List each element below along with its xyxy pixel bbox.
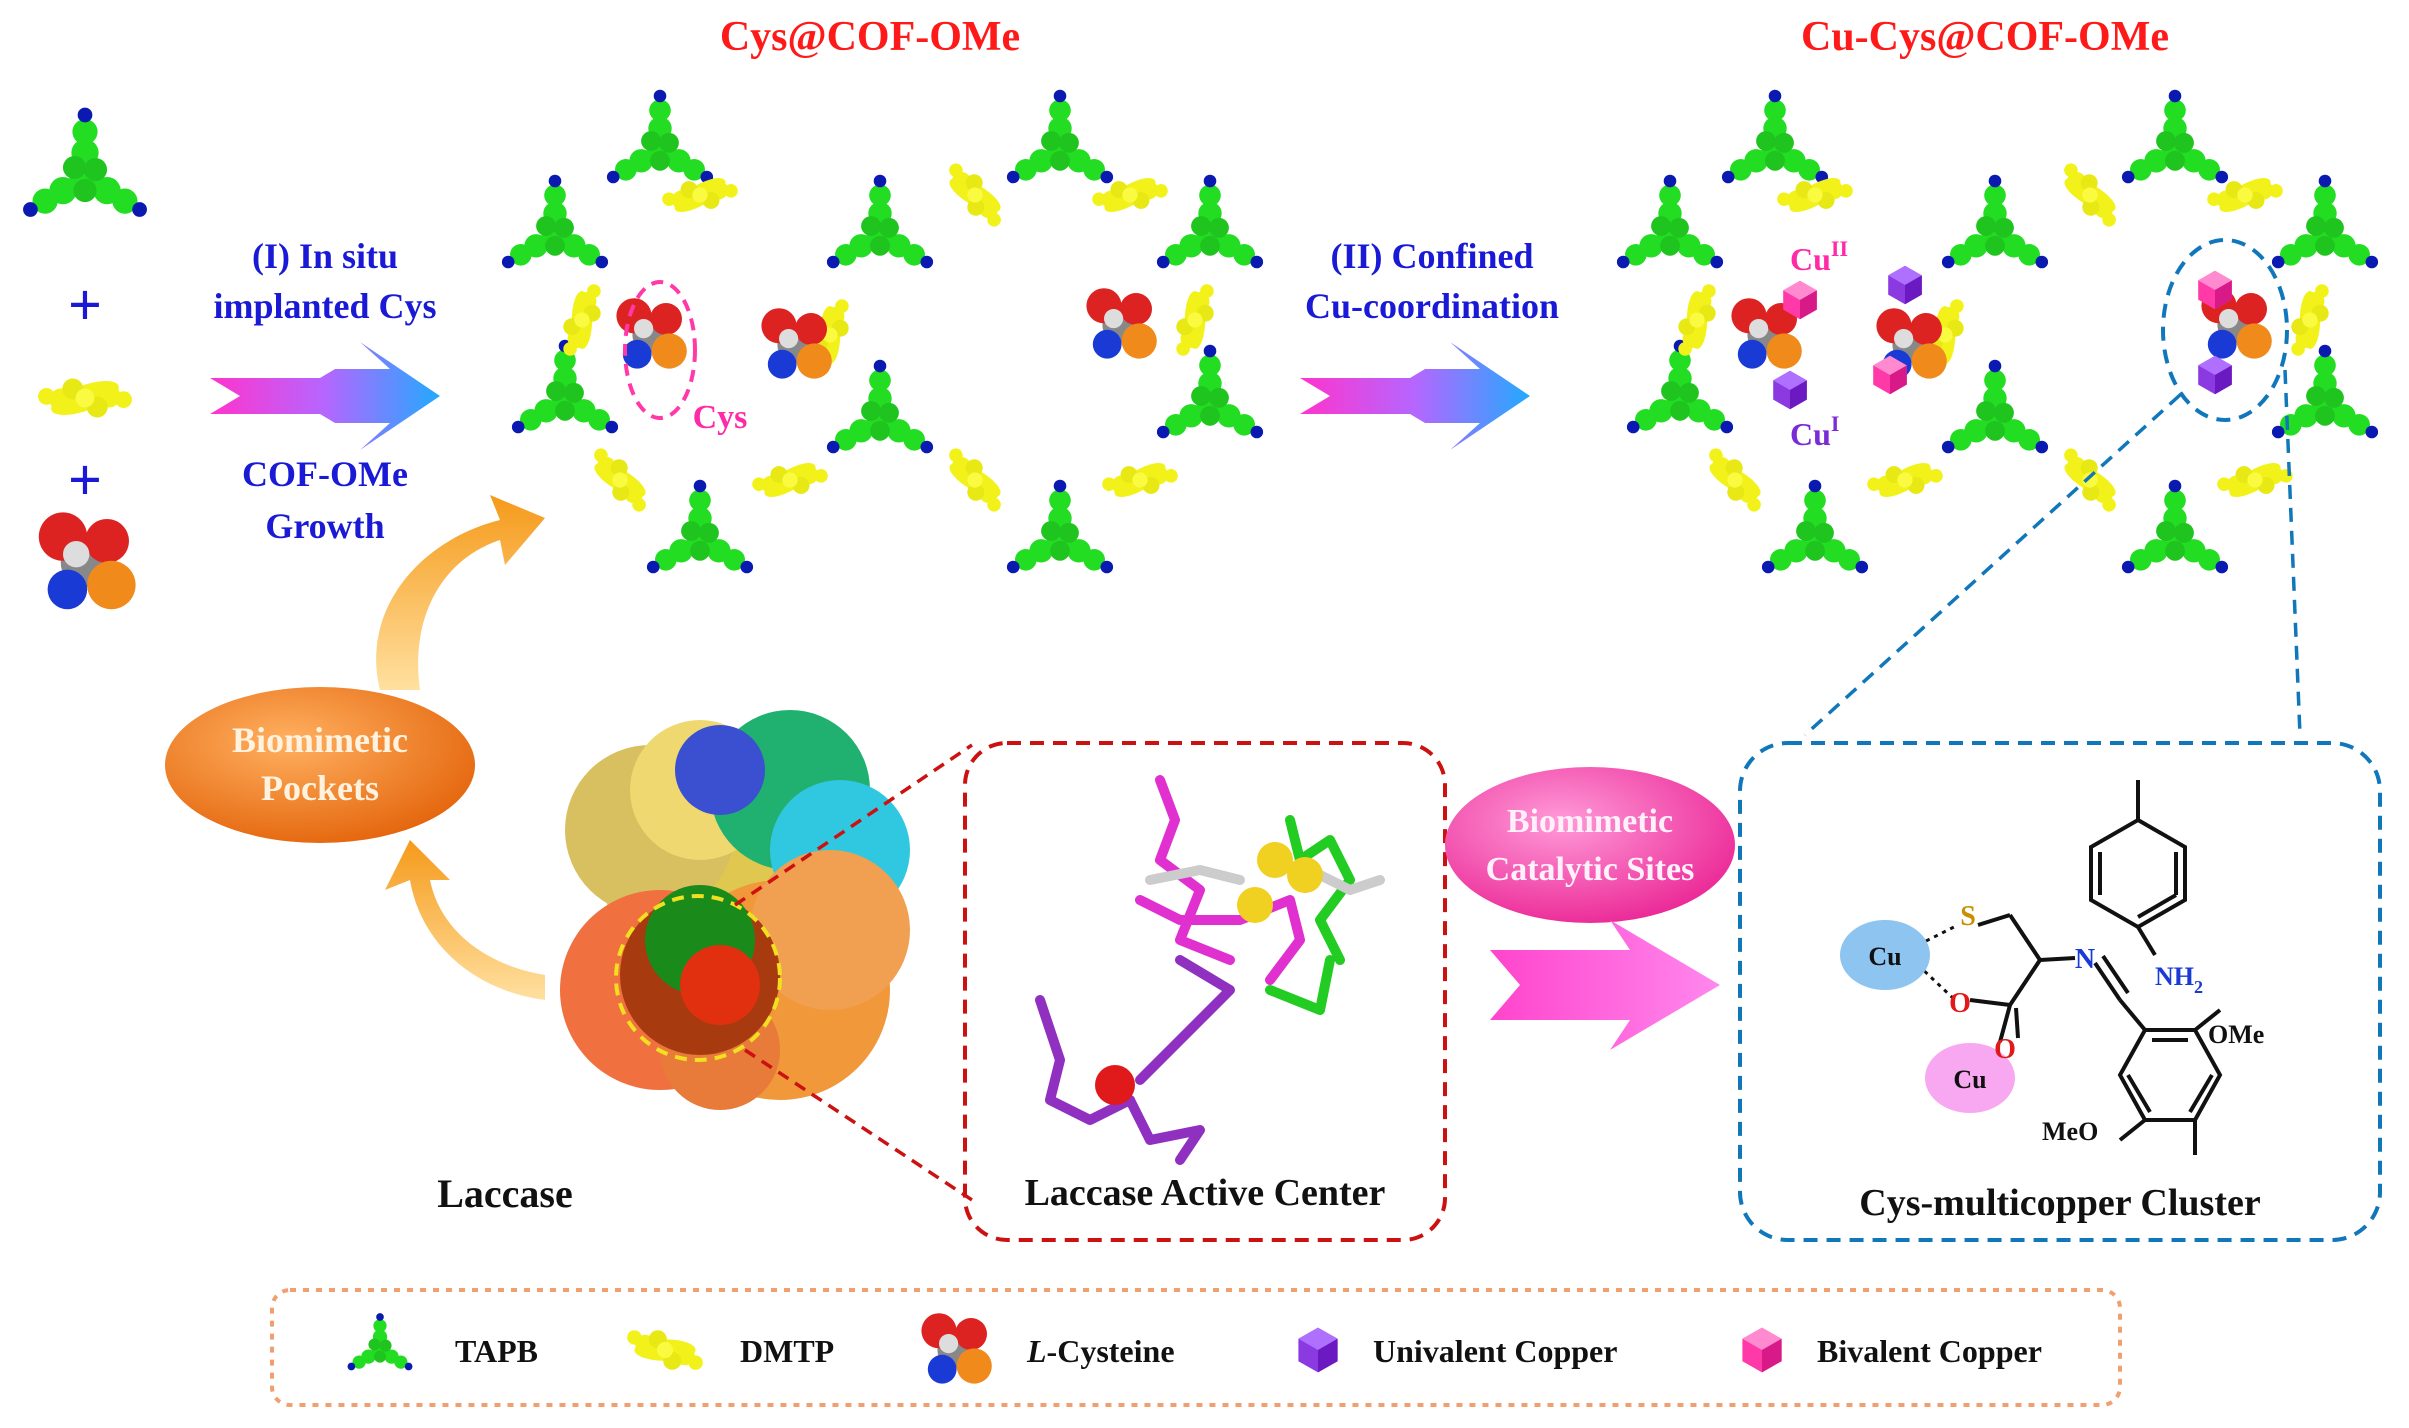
reactant-dmtp [35, 361, 135, 435]
oxygen-atom-label-2: O [1994, 1034, 2016, 1065]
cu-node-1 [1840, 920, 1930, 990]
title-cys-cof: Cys@COF-OMe [720, 14, 1020, 60]
pockets-text-line1: Biomimetic [232, 720, 408, 760]
pockets-up-arrow [376, 495, 545, 690]
step1-text-line1: (I) In situ [252, 236, 398, 276]
amine-label: NH2 [2155, 962, 2203, 997]
legend-tapb-label: TAPB [455, 1333, 538, 1369]
cu-atom-4 [1095, 1065, 1135, 1105]
cu-i-label: CuI [1790, 411, 1839, 452]
active-center-residues [1035, 775, 1385, 1165]
plus-sign: + [68, 272, 102, 338]
step2-text-line1: (II) Confined [1330, 236, 1533, 276]
cu-atom-2 [1287, 857, 1323, 893]
laccase-protein [560, 710, 910, 1110]
coordination-bonds [1916, 923, 2001, 1077]
step2-arrow [1300, 342, 1530, 450]
legend-dmtp-icon [627, 1330, 703, 1370]
laccase-active-center-box [963, 741, 1447, 1242]
step1-text-line3: COF-OMe [242, 454, 408, 494]
legend-bivalent-label: Bivalent Copper [1817, 1333, 2042, 1369]
legend-dmtp-label: DMTP [740, 1333, 834, 1369]
reactant-cysteine [38, 512, 136, 610]
sites-arrow [1490, 920, 1720, 1050]
legend-univalent-label: Univalent Copper [1373, 1333, 1617, 1369]
cof-framework-cu-cys [1616, 89, 2379, 574]
biomimetic-sites-oval [1445, 767, 1735, 923]
cluster-label: Cys-multicopper Cluster [1859, 1182, 2261, 1224]
oxygen-atom-label-1: O [1949, 988, 1971, 1019]
title-cu-cys-cof: Cu-Cys@COF-OMe [1801, 14, 2169, 60]
cluster-box [1738, 741, 2382, 1242]
cys-highlight-ring [623, 280, 697, 420]
zoom-connector-left [1803, 393, 2182, 737]
cu-node-2-label: Cu [1953, 1065, 1986, 1094]
step1-text-line4: Growth [265, 506, 384, 546]
reactant-tapb [23, 107, 147, 217]
sites-text-line2: Catalytic Sites [1486, 851, 1695, 888]
laccase-active-site-ring [614, 894, 782, 1062]
zoom-connector-right [2283, 369, 2302, 736]
sulfur-atom-label: S [1960, 901, 1976, 932]
legend-univalent-icon [1298, 1327, 1338, 1373]
cu-ii-label: CuII [1790, 236, 1848, 277]
cluster-structure [1969, 780, 2223, 1155]
legend-bivalent-icon [1742, 1327, 1782, 1373]
sites-text-line1: Biomimetic [1507, 803, 1673, 840]
legend-box [270, 1288, 2122, 1407]
active-center-label: Laccase Active Center [1025, 1172, 1386, 1214]
cu-site-highlight-ring [2161, 238, 2289, 422]
methoxy-label-right: OMe [2208, 1020, 2264, 1049]
laccase-zoom-line-bottom [744, 1048, 973, 1202]
cu-atom-3 [1237, 887, 1273, 923]
cys-label: Cys [693, 399, 748, 436]
laccase-zoom-line-top [734, 743, 973, 907]
biomimetic-pockets-oval [165, 687, 475, 843]
legend-cysteine-label: L-Cysteine [1026, 1333, 1175, 1369]
step1-text-line2: implanted Cys [213, 286, 436, 326]
methoxy-label-left: MeO [2042, 1117, 2098, 1146]
pockets-back-arrow [385, 840, 545, 1000]
plus-sign: + [68, 447, 102, 513]
step1-arrow [210, 342, 440, 450]
nitrogen-atom-label: N [2075, 944, 2095, 975]
step2-text-line2: Cu-coordination [1305, 286, 1559, 326]
legend-cysteine-icon [921, 1313, 992, 1384]
cu-node-2 [1925, 1043, 2015, 1113]
cof-framework-cys [501, 89, 1264, 574]
cu-node-1-label: Cu [1868, 942, 1901, 971]
laccase-label: Laccase [437, 1171, 573, 1216]
pockets-text-line2: Pockets [261, 768, 379, 808]
cu-atom-1 [1257, 842, 1293, 878]
legend-tapb-icon [347, 1313, 413, 1371]
